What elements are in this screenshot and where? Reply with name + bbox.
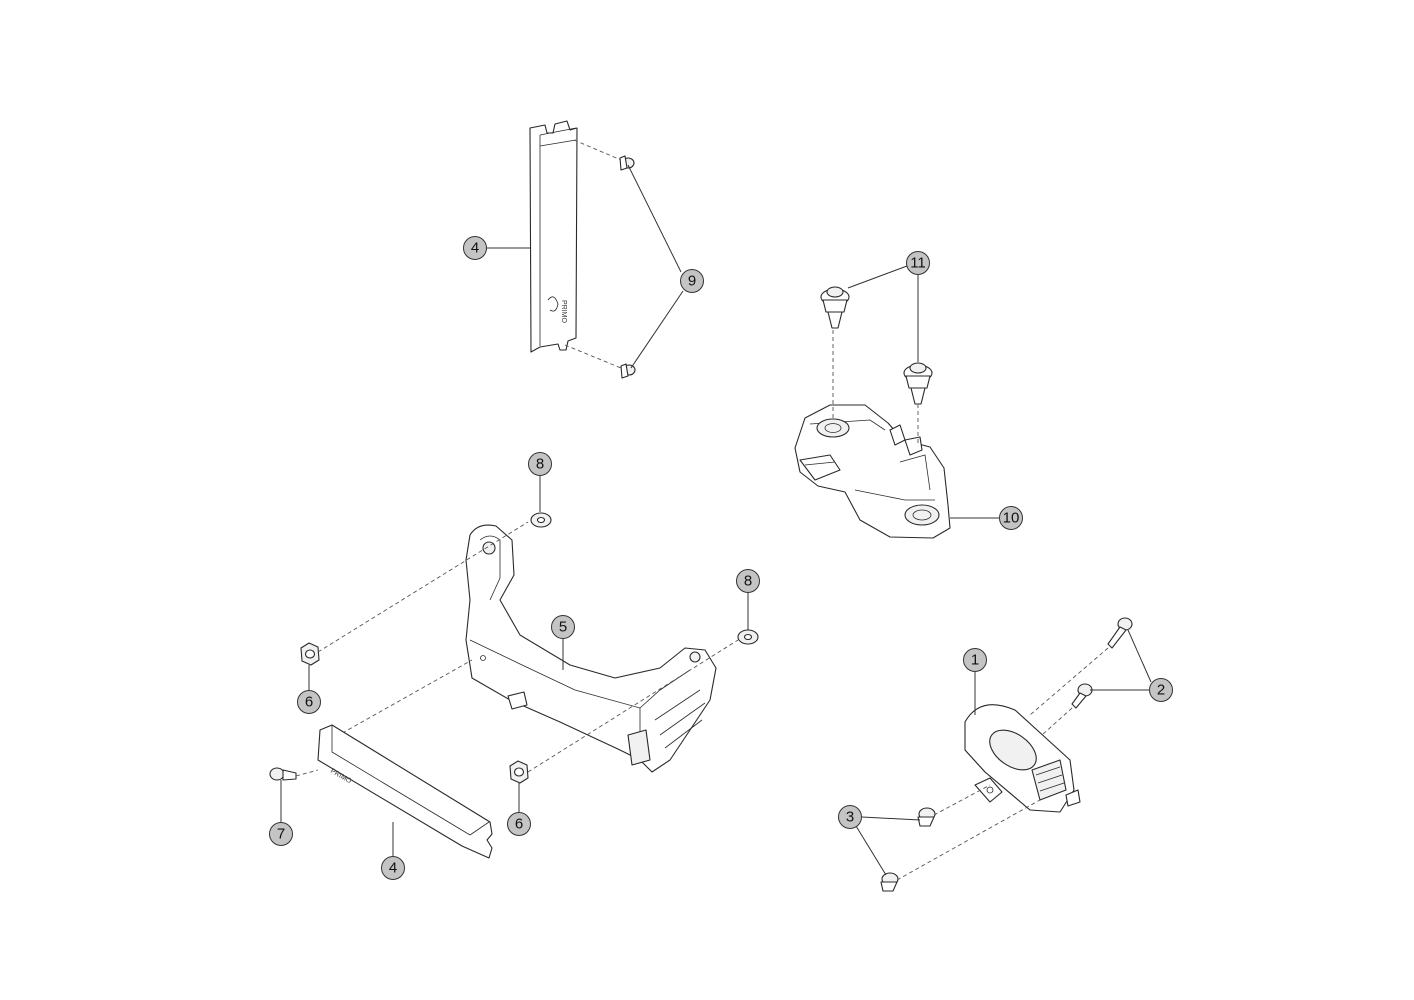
clamp-block xyxy=(794,404,951,539)
washer-upper xyxy=(530,512,552,528)
screw-upper xyxy=(619,155,635,171)
svg-text:8: 8 xyxy=(536,456,544,473)
ring-clamp xyxy=(964,704,1081,813)
callout-1: 1 xyxy=(963,648,987,672)
svg-text:7: 7 xyxy=(277,826,285,843)
long-screw xyxy=(1107,617,1133,649)
callout-5: 5 xyxy=(551,615,575,639)
svg-text:9: 9 xyxy=(688,273,696,290)
svg-text:8: 8 xyxy=(744,573,752,590)
main-cradle-bracket xyxy=(465,524,717,773)
set-screw-upper xyxy=(917,807,936,827)
callout-8-upper: 8 xyxy=(528,452,552,476)
callout-2: 2 xyxy=(1149,678,1173,702)
callout-9: 9 xyxy=(680,269,704,293)
screw-lower xyxy=(620,363,636,379)
svg-text:5: 5 xyxy=(559,619,567,636)
horizontal-bracket: PRIMO xyxy=(317,724,493,859)
set-screw-lower xyxy=(880,872,899,892)
small-screw xyxy=(269,767,297,781)
callout-4-lower: 4 xyxy=(381,856,405,880)
svg-text:2: 2 xyxy=(1157,682,1165,699)
svg-text:6: 6 xyxy=(515,816,523,833)
bolt-right xyxy=(903,362,933,405)
callout-10: 10 xyxy=(999,506,1023,530)
short-screw xyxy=(1071,683,1093,709)
svg-text:10: 10 xyxy=(1003,510,1020,527)
svg-text:11: 11 xyxy=(910,255,926,272)
vertical-bracket: PRIMO xyxy=(529,120,578,353)
bolt-left xyxy=(820,286,850,329)
callout-11: 11 xyxy=(906,251,930,275)
svg-text:PRIMO: PRIMO xyxy=(560,300,567,324)
svg-text:6: 6 xyxy=(305,694,313,711)
svg-text:1: 1 xyxy=(971,652,979,669)
callout-6-lower: 6 xyxy=(507,812,531,836)
nut-left xyxy=(300,642,320,666)
nut-lower xyxy=(509,760,529,784)
callout-7: 7 xyxy=(269,822,293,846)
washer-right xyxy=(737,629,759,645)
svg-text:4: 4 xyxy=(389,860,397,877)
svg-text:4: 4 xyxy=(471,240,479,257)
callout-8-right: 8 xyxy=(736,569,760,593)
callout-3: 3 xyxy=(838,805,862,829)
callout-6-left: 6 xyxy=(297,690,321,714)
callout-4-upper: 4 xyxy=(463,236,487,260)
svg-text:3: 3 xyxy=(846,809,854,826)
